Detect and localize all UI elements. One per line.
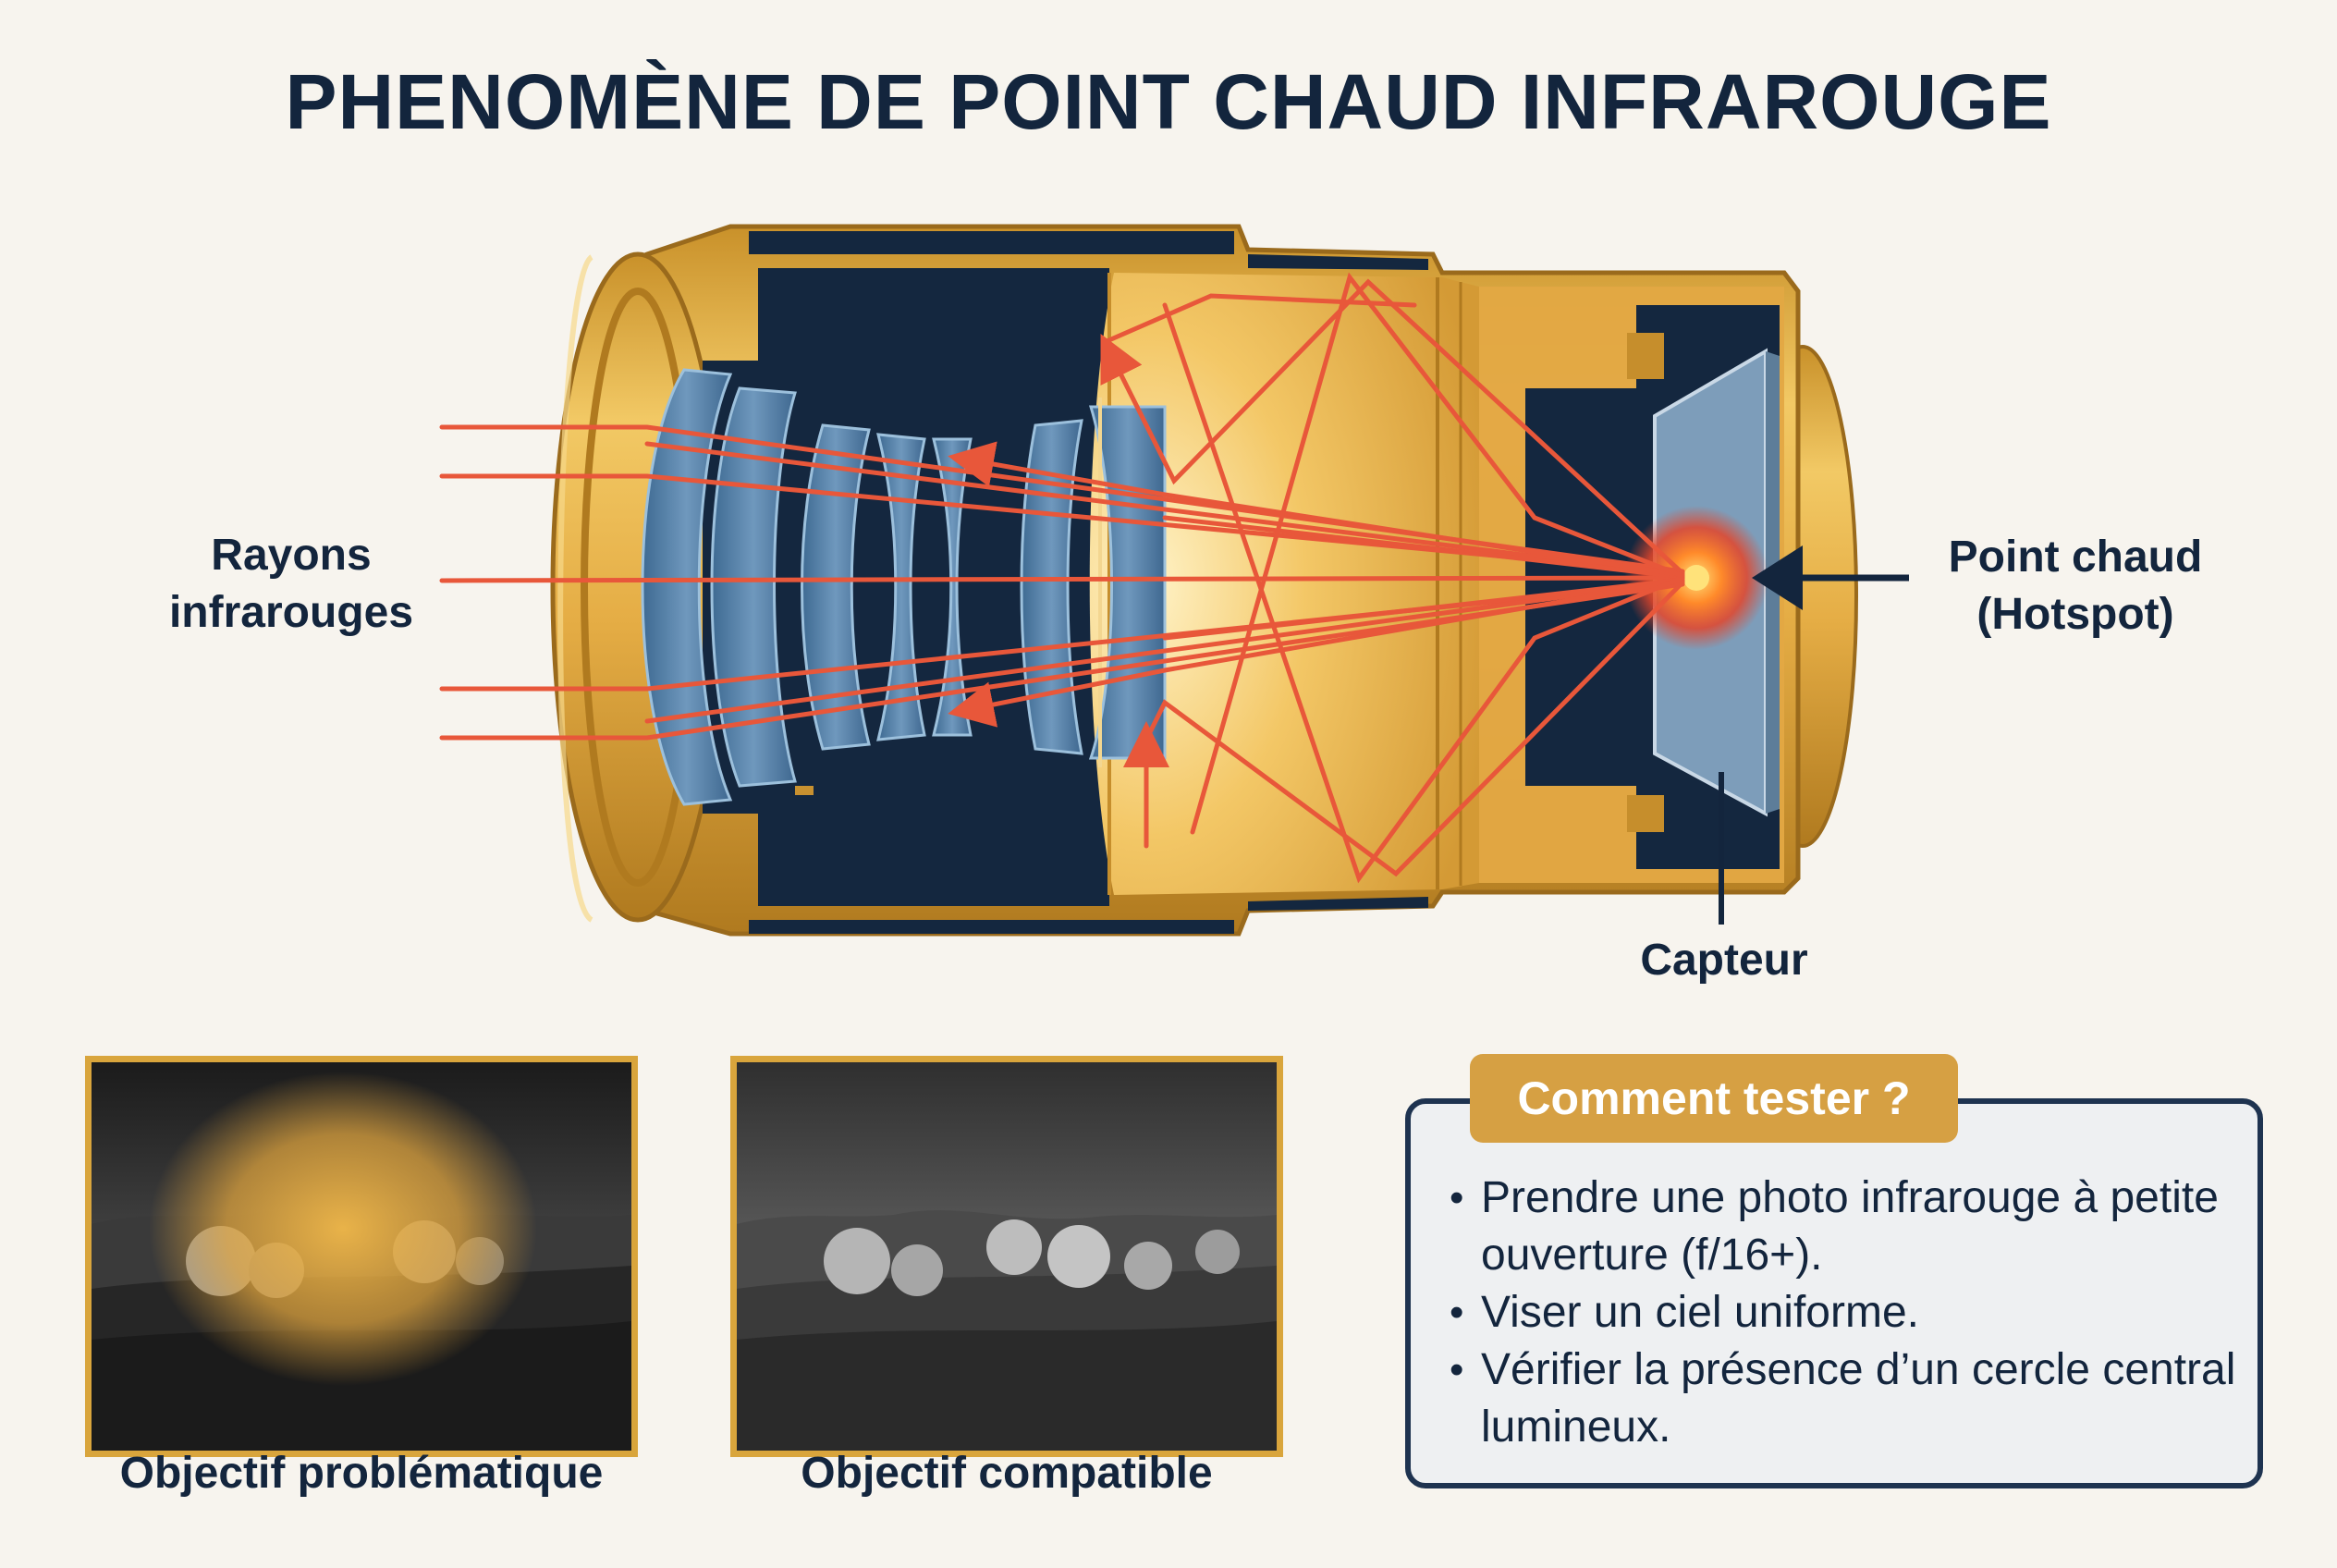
- arrow-left-icon: [1752, 545, 1909, 610]
- rays-label: Rayons infrarouges: [157, 527, 425, 642]
- hotspot-label: Point chaud (Hotspot): [1918, 529, 2233, 643]
- test-instructions-list: Prendre une photo infrarouge à petite ou…: [1442, 1170, 2237, 1456]
- rays-label-line1: Rayons: [211, 531, 372, 580]
- infrared-rays: [439, 272, 1685, 884]
- test-heading: Comment tester ?: [1470, 1054, 1958, 1143]
- list-item: Vérifier la présence d’un cercle central…: [1442, 1341, 2237, 1456]
- sensor-label: Capteur: [1640, 936, 1808, 985]
- list-item: Prendre une photo infrarouge à petite ou…: [1442, 1170, 2237, 1284]
- example-caption-compatible: Objectif compatible: [801, 1449, 1213, 1498]
- hotspot-label-line2: (Hotspot): [1976, 590, 2174, 639]
- example-photo-problematic: [85, 1056, 638, 1457]
- page-title: PHENOMÈNE DE POINT CHAUD INFRAROUGE: [285, 58, 2052, 145]
- rays-label-line2: infrarouges: [168, 588, 414, 637]
- list-item: Viser un ciel uniforme.: [1442, 1284, 2237, 1341]
- hotspot-label-line1: Point chaud: [1948, 533, 2203, 582]
- example-caption-problematic: Objectif problématique: [119, 1449, 604, 1498]
- example-photo-compatible: [730, 1056, 1283, 1457]
